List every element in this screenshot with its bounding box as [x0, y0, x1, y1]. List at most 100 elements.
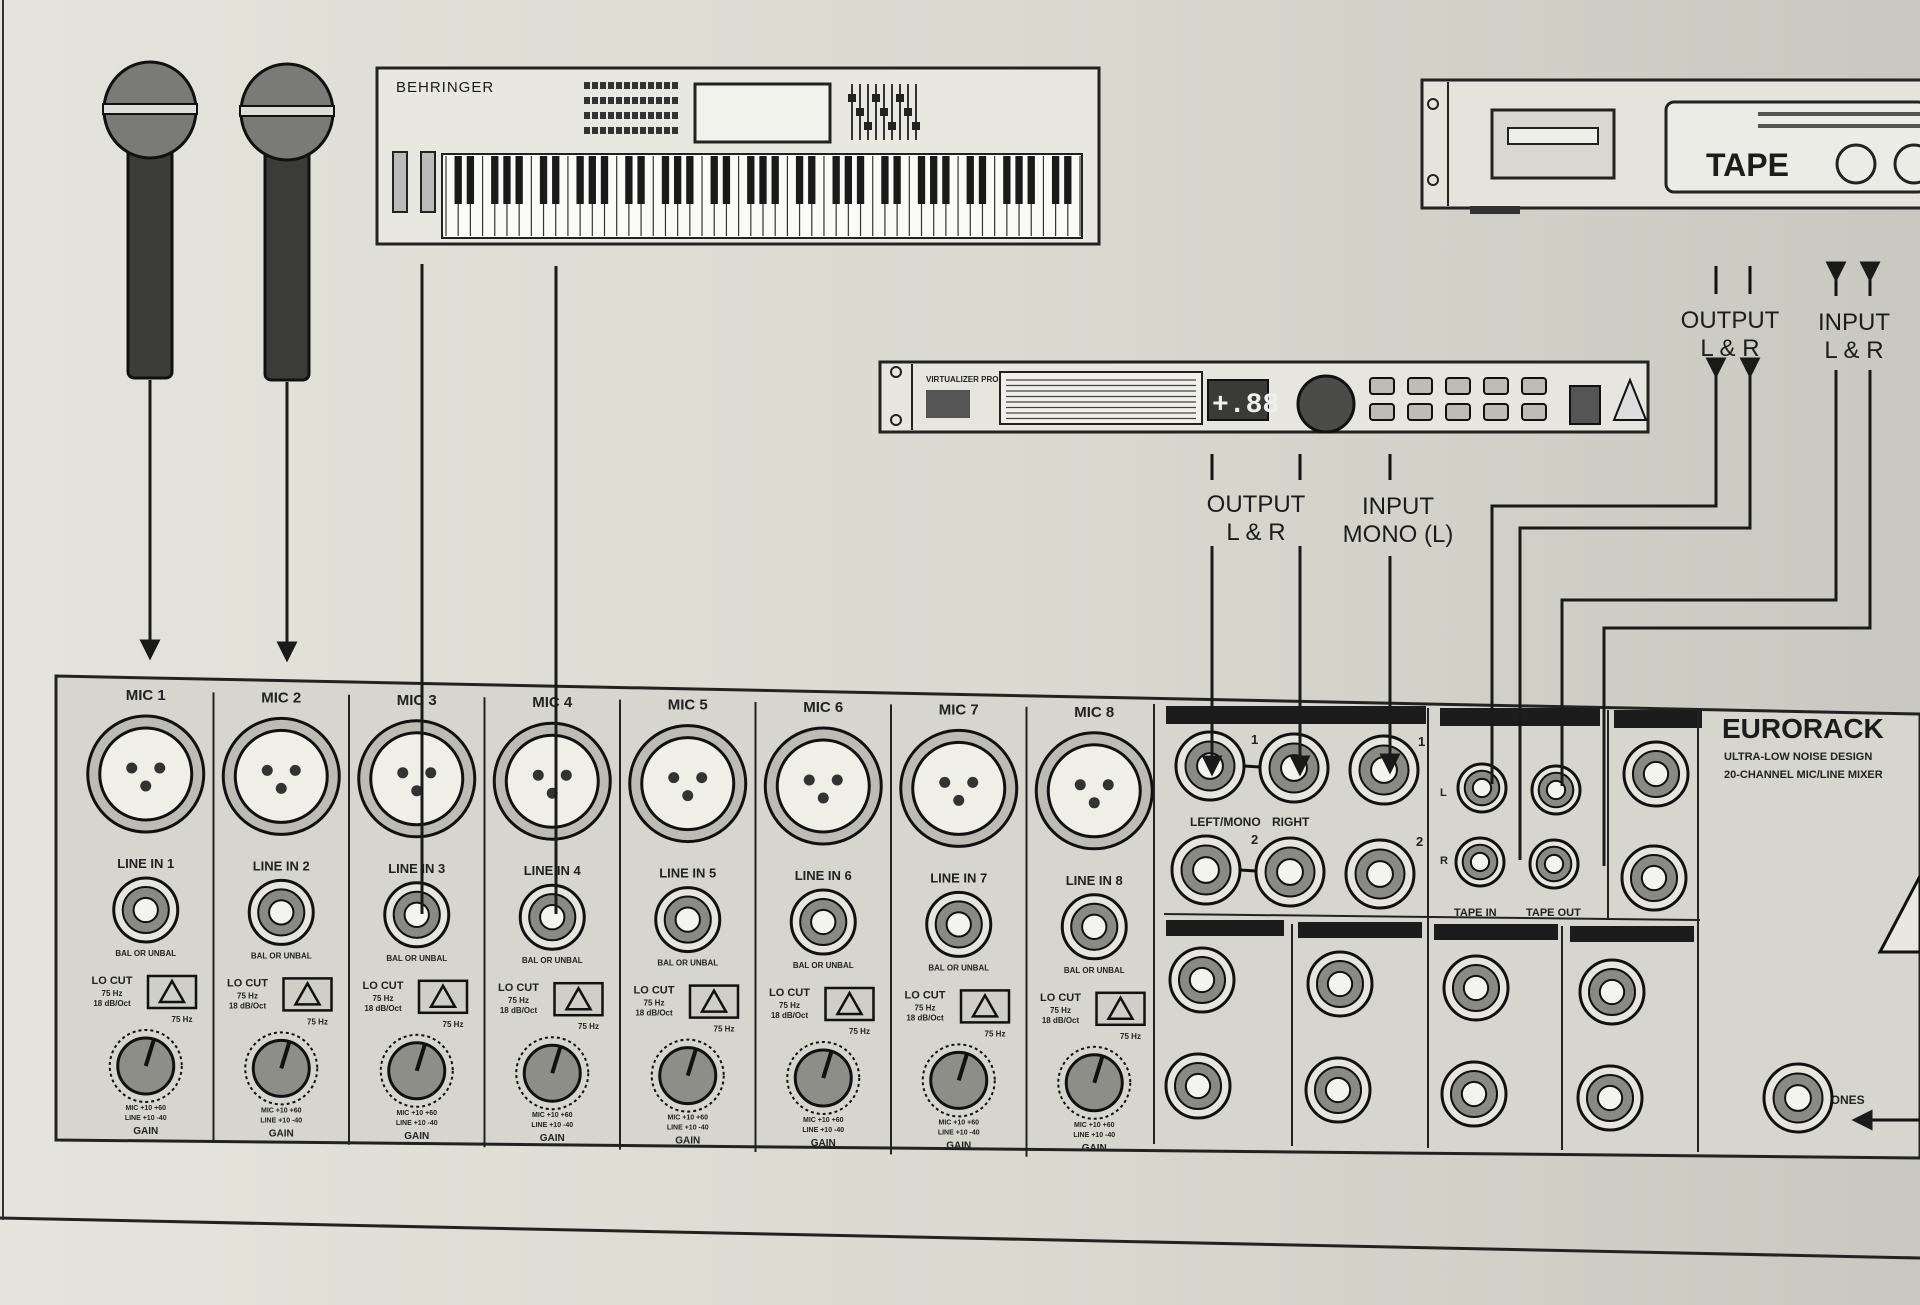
tape-r-label: R [1440, 855, 1448, 867]
output-jack[interactable] [1306, 950, 1374, 1018]
xlr-input[interactable] [492, 721, 612, 841]
mixer-brand: EURORACK [1722, 713, 1884, 744]
xlr-input[interactable] [899, 728, 1019, 848]
jack-socket [1640, 864, 1668, 892]
effects-button[interactable] [1407, 377, 1433, 395]
locut-switch[interactable] [1095, 991, 1146, 1027]
gain-label: GAIN [811, 1138, 836, 1149]
keyboard-button [608, 82, 614, 89]
locut-switch[interactable] [282, 977, 333, 1012]
gain-knob[interactable] [650, 1038, 725, 1113]
slider-cap [880, 108, 888, 116]
line-input-jack[interactable] [112, 876, 180, 944]
power-switch[interactable] [1569, 385, 1601, 425]
effects-button[interactable] [1445, 403, 1471, 421]
xlr-input[interactable] [357, 719, 477, 839]
stereo-num-2: 2 [1251, 832, 1258, 847]
mic-label: MIC 1 [126, 687, 166, 704]
rca-jack[interactable] [1528, 838, 1580, 890]
xlr-pin [1102, 779, 1114, 791]
rca-jack[interactable] [1530, 764, 1582, 816]
line-input-jack[interactable] [383, 881, 451, 949]
locut-slope: 18 dB/Oct [635, 1009, 673, 1018]
effects-main-knob[interactable] [1296, 374, 1356, 434]
keyboard-button [616, 97, 622, 104]
gain-mic-range: MIC +10 +60 [668, 1115, 709, 1122]
stereo-input-jack[interactable] [1348, 734, 1420, 806]
output-jack[interactable] [1576, 1064, 1644, 1132]
stereo-input-jack[interactable] [1254, 836, 1326, 908]
effects-button[interactable] [1483, 403, 1509, 421]
gain-knob[interactable] [515, 1036, 590, 1111]
gain-knob[interactable] [244, 1031, 319, 1106]
line-input-jack[interactable] [654, 886, 722, 954]
stereo-input-jack[interactable] [1174, 730, 1246, 802]
output-jack[interactable] [1440, 1060, 1508, 1128]
output-jack[interactable] [1164, 1052, 1232, 1120]
header-bar [1614, 710, 1702, 728]
keyboard-button [648, 112, 654, 119]
black-key [661, 156, 670, 204]
locut-slope: 18 dB/Oct [771, 1011, 809, 1020]
keyboard-button [600, 82, 606, 89]
gain-knob[interactable] [1057, 1045, 1132, 1120]
gain-knob[interactable] [379, 1033, 454, 1108]
fx-input-label: INPUT [1362, 493, 1434, 520]
xlr-input[interactable] [763, 726, 883, 846]
gain-knob[interactable] [108, 1029, 183, 1103]
line-input-jack[interactable] [1060, 893, 1128, 961]
locut-switch[interactable] [417, 979, 469, 1015]
xlr-pin [696, 772, 708, 784]
gain-line-range: LINE +10 -40 [125, 1115, 167, 1122]
locut-switch[interactable] [824, 986, 875, 1022]
line-input-jack[interactable] [925, 890, 993, 958]
locut-switch[interactable] [688, 984, 740, 1019]
effects-button[interactable] [1521, 403, 1547, 421]
gain-hz-label: 75 Hz [714, 1025, 735, 1034]
xlr-face [504, 733, 600, 829]
mic-label: MIC 4 [532, 694, 573, 711]
effects-button[interactable] [1483, 377, 1509, 395]
effects-button[interactable] [1369, 377, 1395, 395]
locut-switch[interactable] [553, 981, 604, 1017]
gain-knob[interactable] [921, 1043, 996, 1118]
effects-logo-block [926, 390, 970, 418]
line-input-jack[interactable] [789, 888, 857, 956]
gain-knob[interactable] [786, 1041, 861, 1115]
aux-jack[interactable] [1620, 844, 1688, 912]
stereo-input-jack[interactable] [1258, 732, 1330, 804]
effects-button[interactable] [1407, 403, 1433, 421]
xlr-input[interactable] [1034, 731, 1154, 851]
xlr-input[interactable] [86, 714, 206, 834]
keyboard-button [616, 112, 622, 119]
aux-jack[interactable] [1622, 740, 1690, 808]
stereo-num-2b: 2 [1416, 834, 1423, 849]
effects-button[interactable] [1521, 377, 1547, 395]
output-jack[interactable] [1168, 946, 1236, 1014]
line-input-jack[interactable] [518, 883, 586, 951]
output-jack[interactable] [1304, 1056, 1372, 1124]
right-label: RIGHT [1272, 815, 1310, 829]
output-jack[interactable] [1442, 954, 1510, 1022]
rca-jack[interactable] [1454, 836, 1506, 888]
keyboard-button [640, 97, 646, 104]
locut-switch[interactable] [959, 989, 1011, 1024]
xlr-input[interactable] [628, 724, 748, 844]
line-input-jack[interactable] [247, 878, 315, 946]
keyboard-display [693, 82, 832, 144]
output-jack[interactable] [1578, 958, 1646, 1026]
effects-button[interactable] [1369, 403, 1395, 421]
jack-socket [1324, 1076, 1352, 1104]
rca-jack[interactable] [1456, 762, 1508, 814]
xlr-pin [261, 764, 273, 776]
headphones-jack[interactable] [1762, 1062, 1834, 1134]
stereo-input-jack[interactable] [1344, 838, 1416, 910]
locut-label: LO CUT [769, 987, 810, 999]
effects-lcd-lines [1006, 379, 1196, 420]
effects-button[interactable] [1445, 377, 1471, 395]
stereo-input-jack[interactable] [1170, 834, 1242, 906]
xlr-input[interactable] [221, 716, 341, 836]
mixer-tagline-2: 20-CHANNEL MIC/LINE MIXER [1724, 769, 1883, 781]
locut-switch[interactable] [146, 974, 198, 1010]
